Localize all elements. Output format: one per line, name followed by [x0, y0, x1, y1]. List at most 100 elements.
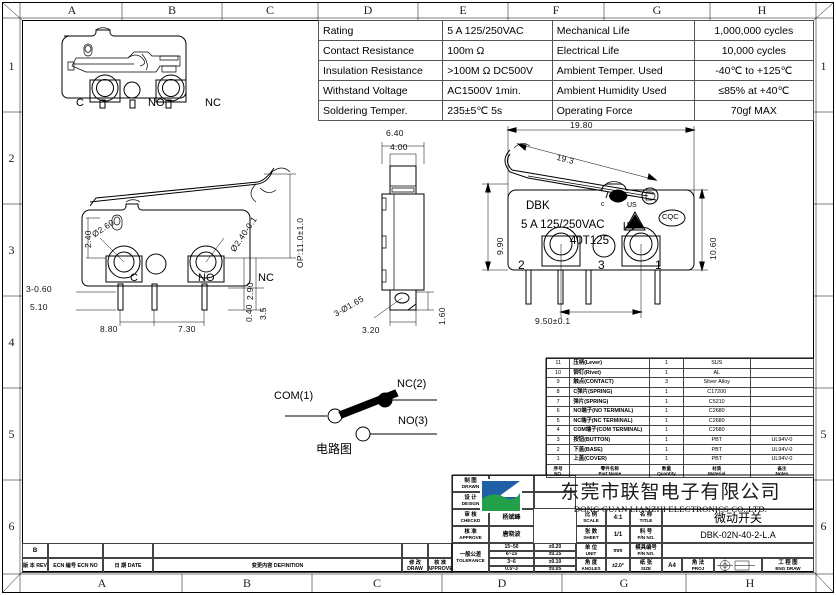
title-cn: 名 称: [639, 511, 653, 518]
terminal-label-no-front: NO: [198, 272, 215, 284]
dim-19-80: 19.80: [570, 120, 593, 130]
dim-4-00: 4.00: [390, 142, 408, 152]
dim-8-80: 8.80: [100, 324, 118, 334]
cqc-mark-label: CQC: [662, 212, 679, 221]
part-no-cn: 料 号: [639, 528, 653, 535]
scale-en: SCALE: [583, 517, 599, 523]
spec-value: -40℃ to +125℃: [693, 60, 815, 81]
header-qty-cn: 数量: [661, 465, 672, 471]
zone-col-d-bottom: D: [497, 576, 507, 590]
zone-row-1: 1: [8, 59, 15, 73]
projection-label: 角 法 PROJ: [682, 558, 714, 573]
terminal-label-c-front: C: [130, 272, 138, 284]
signoff-name-approve: 唐晓波: [489, 526, 534, 543]
scale-cn: 比 例: [584, 511, 598, 518]
header-material-cn: 材质: [712, 465, 722, 471]
mould-no-value: [662, 543, 814, 558]
appr-cn: 核 准: [434, 559, 446, 566]
zone-col-a-bottom: A: [97, 576, 107, 590]
tolerance-value-4: ±0.05: [534, 565, 576, 573]
zone-row-5-right: 5: [820, 427, 827, 441]
side-view-drawing: [373, 142, 434, 326]
zone-row-2: 2: [8, 151, 15, 165]
revision-current-value: B: [22, 543, 48, 558]
circuit-label-no: NO(3): [398, 415, 428, 427]
header-qty-en: Quantity: [657, 470, 676, 476]
zone-col-f: F: [552, 3, 560, 17]
dim-pin-0-60: 3-0.60: [26, 284, 52, 294]
ul-mark-us-label: US: [627, 202, 637, 209]
projection-en: PROJ: [691, 565, 705, 571]
company-logo: [480, 479, 522, 513]
revision-date-blank: [103, 543, 153, 558]
rev-en: REV: [36, 562, 47, 569]
header-name-en: Part Name: [598, 470, 622, 476]
desc-en: DEFINITION: [273, 562, 304, 569]
sheet-en: SHEET: [583, 534, 599, 540]
spec-key: Insulation Resistance: [317, 60, 444, 81]
revision-desc-blank: [153, 543, 402, 558]
zone-col-g: G: [652, 3, 662, 17]
front-view-drawing: [76, 167, 296, 326]
drawn-en: DRAW: [407, 565, 423, 572]
circuit-label-nc: NC(2): [397, 378, 427, 390]
projection-cn: 角 法: [691, 559, 705, 566]
angles-en: ANGLES: [581, 565, 601, 571]
header-note: 备注 Notes: [749, 463, 815, 478]
header-material-en: Material: [708, 470, 726, 476]
paper-size-label: 纸 张 SIZE: [630, 558, 662, 573]
paper-cn: 纸 张: [639, 559, 653, 566]
table-row: Contact Resistance 100m Ω Electrical Lif…: [317, 40, 815, 61]
unit-en: UNIT: [585, 550, 597, 556]
dim-pitch-9-50: 9.50±0.1: [535, 316, 571, 326]
zone-col-f2-bottom: H: [745, 576, 755, 590]
angles-label: 角 度 ANGLES: [576, 558, 606, 573]
revision-header-drawn: 修 改 DRAW: [402, 558, 428, 573]
spec-value: AC1500V 1min.: [442, 80, 553, 101]
tolerance-range-4: 0.5~3: [489, 565, 534, 573]
tolerance-value-1: ±0.20: [534, 543, 576, 551]
parts-list-header: 序号 NO. 零件名称 Part Name 数量 Quantity 材质 Mat…: [545, 463, 815, 478]
projection-symbol-cell: [714, 558, 762, 573]
mould-no-cn: 模具编号: [635, 544, 657, 551]
tolerance-value-2: ±0.15: [534, 550, 576, 558]
zone-row-3: 3: [8, 243, 15, 257]
ul-mark-c-label: c: [601, 201, 605, 208]
sheet-label: 张 数 SHEET: [576, 526, 606, 543]
table-row: Withstand Voltage AC1500V 1min. Ambient …: [317, 80, 815, 101]
eng-draw-label: 工 程 图 ENG DRAW: [762, 558, 814, 573]
body-print-brand: DBK: [526, 200, 550, 212]
drawing-part-number: DBK-02N-40-2-L.A: [662, 526, 814, 543]
appr-en: APPROVE: [428, 565, 452, 572]
spec-value: 70gf MAX: [693, 100, 815, 121]
tolerance-range-2: 6~15: [489, 550, 534, 558]
paper-en: SIZE: [640, 565, 652, 571]
zone-col-b: B: [167, 3, 176, 17]
circuit-label-com: COM(1): [274, 390, 314, 402]
date-en: DATE: [127, 562, 142, 569]
terminal-label-no-top: NO: [148, 97, 165, 109]
revision-header-desc: 变更内容 DEFINITION: [153, 558, 402, 573]
header-note-cn: 备注: [777, 465, 787, 471]
mould-no-en: P/N NO.: [637, 550, 655, 556]
terminal-number-1: 1: [655, 258, 662, 272]
spec-value: 235±5℃ 5s: [442, 100, 553, 121]
table-row: Insulation Resistance >100M Ω DC500V Amb…: [317, 60, 815, 81]
angles-cn: 角 度: [584, 559, 598, 566]
signoff-blank-design: [534, 492, 576, 509]
circuit-diagram: [285, 389, 437, 442]
dim-6-40: 6.40: [386, 128, 404, 138]
terminal-label-c-top: C: [76, 97, 84, 109]
spec-key: Soldering Temper.: [317, 100, 444, 121]
eng-draw-cn: 工 程 图: [778, 559, 798, 566]
zone-col-a: A: [67, 3, 77, 17]
zone-col-b-bottom: B: [242, 576, 251, 590]
dim-3-20: 3.20: [362, 325, 380, 335]
spec-value: 1,000,000 cycles: [693, 20, 815, 41]
header-material: 材质 Material: [682, 463, 751, 478]
spec-key: Operating Force: [551, 100, 695, 121]
zone-col-e: E: [459, 3, 467, 17]
